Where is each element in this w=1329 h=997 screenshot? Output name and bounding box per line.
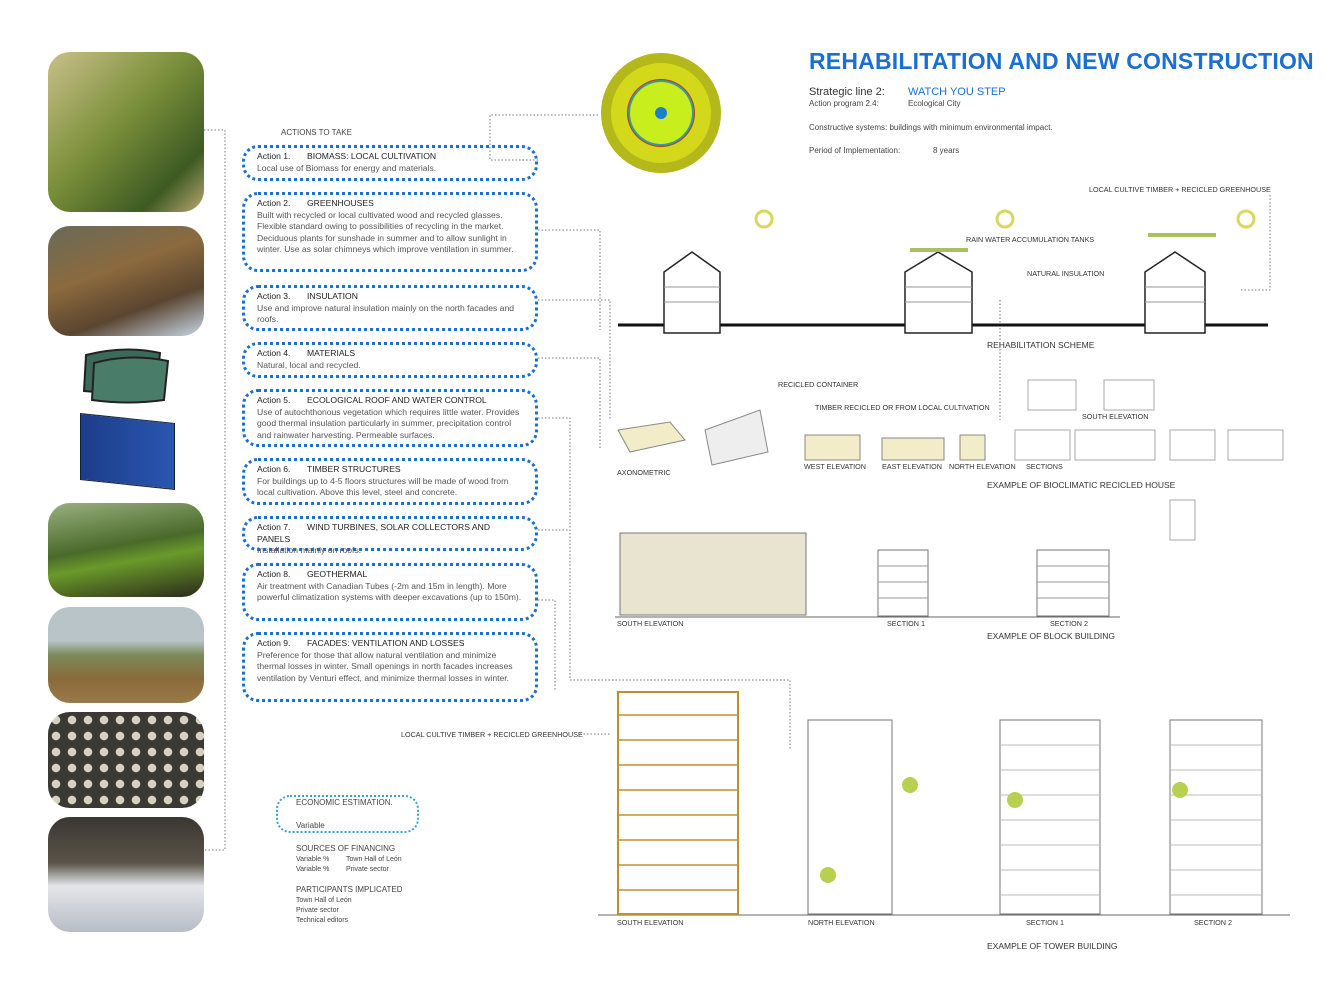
label-south-elevation-house: SOUTH ELEVATION	[1082, 412, 1149, 421]
greenhouse-photo	[48, 52, 204, 212]
economic-value: Variable	[296, 821, 325, 830]
page-title: REHABILITATION AND NEW CONSTRUCTION	[809, 48, 1314, 74]
label-greenhouse-top: LOCAL CULTIVE TIMBER + RECICLED GREENHOU…	[1089, 185, 1271, 194]
shipping-container-image	[80, 413, 175, 490]
concentric-zones-diagram	[600, 52, 722, 174]
recycled-glass-image	[80, 345, 172, 405]
timber-walkway-photo	[48, 817, 204, 932]
label-natural-insulation: NATURAL INSULATION	[1027, 269, 1105, 278]
period-value: 8 years	[933, 146, 960, 155]
label-north-elevation-house: NORTH ELEVATION	[949, 462, 1016, 471]
label-block-building: EXAMPLE OF BLOCK BUILDING	[987, 631, 1116, 641]
period-label: Period of Implementation:	[809, 146, 901, 155]
green-roof-photo	[48, 503, 204, 597]
label-axonometric: AXONOMETRIC	[617, 468, 671, 477]
label-rain-tanks: RAIN WATER ACCUMULATION TANKS	[966, 235, 1095, 244]
strategic-line-label: Strategic line 2:	[809, 86, 885, 98]
label-recicled-container: RECICLED CONTAINER	[778, 380, 859, 389]
constructive-systems: Constructive systems: buildings with min…	[809, 123, 1053, 132]
label-tower-north: NORTH ELEVATION	[808, 918, 875, 927]
cork-bark-photo	[48, 226, 204, 336]
label-tower-building: EXAMPLE OF TOWER BUILDING	[987, 941, 1118, 951]
actions-title: ACTIONS TO TAKE	[281, 128, 352, 137]
action-program-value: Ecological City	[908, 99, 961, 108]
strategic-line-value: WATCH YOU STEP	[908, 86, 1006, 98]
label-sections: SECTIONS	[1026, 462, 1063, 471]
label-block-south: SOUTH ELEVATION	[617, 619, 684, 628]
label-block-section2: SECTION 2	[1050, 619, 1088, 628]
economic-estimation-box	[276, 795, 419, 833]
label-rehab-scheme: REHABILITATION SCHEME	[987, 340, 1095, 350]
label-timber-recicled: TIMBER RECICLED OR FROM LOCAL CULTIVATIO…	[815, 403, 990, 412]
financing-list: Variable %Town Hall of León Variable %Pr…	[296, 856, 402, 873]
economic-title: ECONOMIC ESTIMATION.	[296, 798, 393, 807]
label-tower-south: SOUTH ELEVATION	[617, 918, 684, 927]
label-block-section1: SECTION 1	[887, 619, 925, 628]
action-card: Action 9.FACADES: VENTILATION AND LOSSES…	[242, 632, 538, 702]
label-tower-section2: SECTION 2	[1194, 918, 1232, 927]
label-bioclimatic-house: EXAMPLE OF BIOCLIMATIC RECICLED HOUSE	[987, 480, 1176, 490]
financing-title: SOURCES OF FINANCING	[296, 844, 396, 853]
participants-title: PARTICIPANTS IMPLICATED	[296, 885, 403, 894]
action-card: Action 5.ECOLOGICAL ROOF AND WATER CONTR…	[242, 389, 538, 447]
action-card: Action 7.WIND TURBINES, SOLAR COLLECTORS…	[242, 516, 538, 555]
label-east-elevation: EAST ELEVATION	[882, 462, 942, 471]
landscape-photo	[48, 607, 204, 703]
label-tower-section1: SECTION 1	[1026, 918, 1064, 927]
gravel-grid-photo	[48, 712, 204, 808]
action-program-label: Action program 2.4:	[809, 99, 879, 108]
label-greenhouse-mid: LOCAL CULTIVE TIMBER + RECICLED GREENHOU…	[401, 730, 583, 739]
label-west-elevation: WEST ELEVATION	[804, 462, 866, 471]
